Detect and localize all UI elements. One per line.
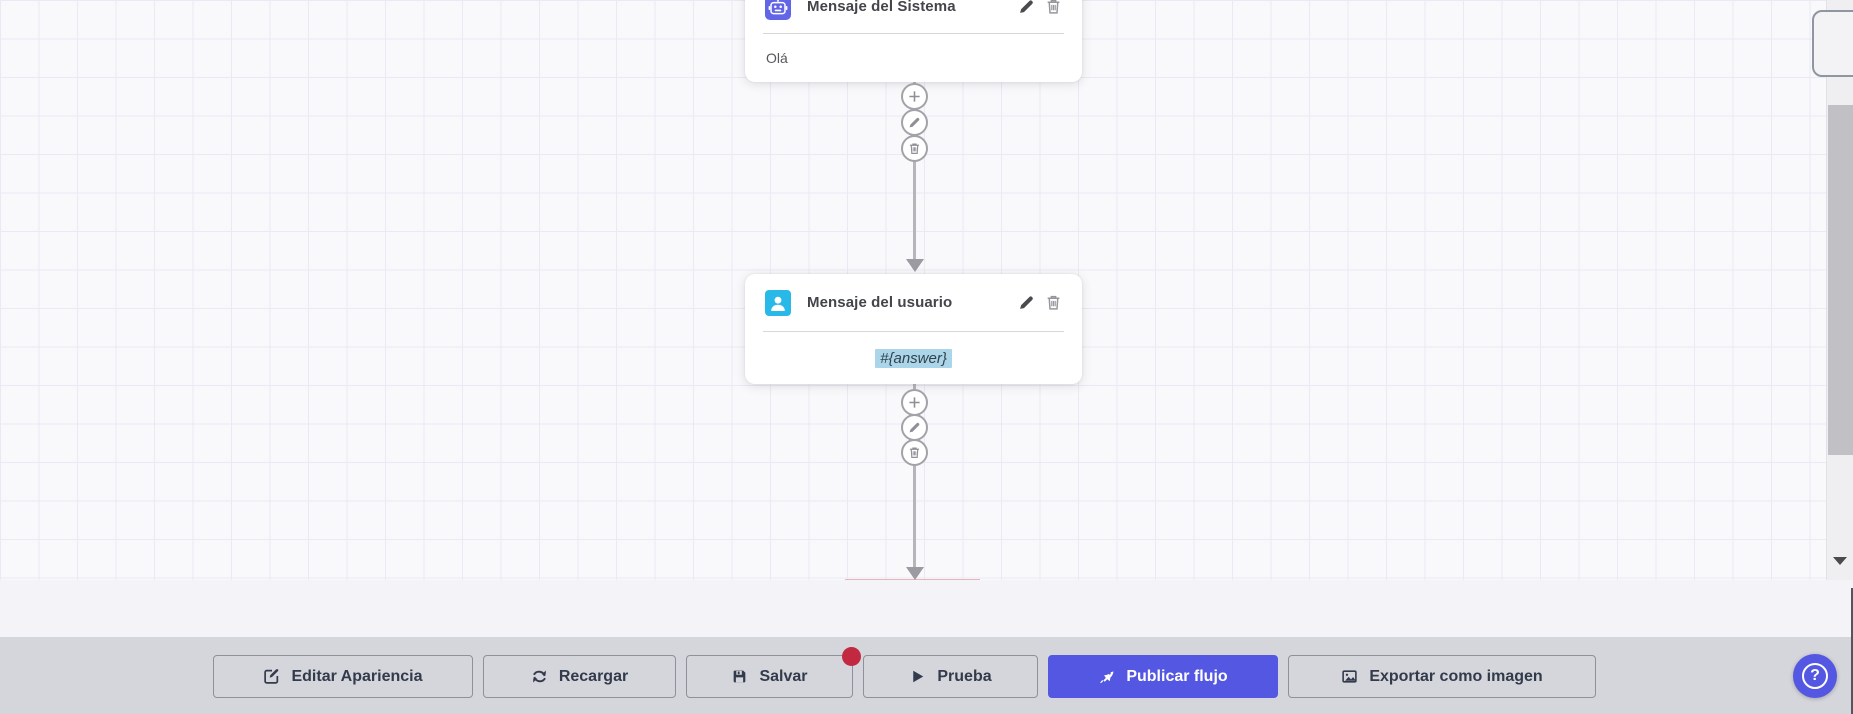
button-label: Recargar xyxy=(558,667,629,685)
node-title: Mensaje del Sistema xyxy=(807,0,956,15)
publish-flow-button[interactable]: Publicar flujo xyxy=(1048,655,1278,698)
edit-appearance-button[interactable]: Editar Apariencia xyxy=(213,655,473,698)
unsaved-changes-badge xyxy=(842,647,861,666)
button-label: Exportar como imagen xyxy=(1369,667,1543,685)
robot-icon xyxy=(765,0,791,20)
edit-icon xyxy=(264,669,279,684)
edit-node-icon[interactable] xyxy=(1018,0,1035,15)
save-button[interactable]: Salvar xyxy=(686,647,861,698)
refresh-icon xyxy=(532,670,546,683)
vertical-scrollbar-thumb[interactable] xyxy=(1828,105,1853,455)
node-content: Olá xyxy=(766,50,788,66)
node-header: Mensaje del Sistema xyxy=(745,0,1082,33)
window-scrollbar-edge xyxy=(1851,588,1853,714)
canvas-footer-strip xyxy=(0,580,1853,637)
edit-node-icon[interactable] xyxy=(1018,294,1035,311)
save-icon xyxy=(734,670,746,683)
answer-variable: #{answer} xyxy=(875,348,952,368)
question-mark-icon: ? xyxy=(1802,663,1828,689)
user-icon xyxy=(765,289,791,316)
node-system-message[interactable]: Mensaje del Sistema Olá xyxy=(745,0,1082,82)
node-divider xyxy=(763,331,1064,332)
button-label: Publicar flujo xyxy=(1126,667,1228,685)
export-image-button[interactable]: Exportar como imagen xyxy=(1288,655,1596,698)
image-icon xyxy=(1342,670,1357,683)
minimap-panel[interactable] xyxy=(1812,10,1853,77)
button-label: Editar Apariencia xyxy=(291,667,423,685)
add-node-button[interactable] xyxy=(901,83,928,110)
button-label: Prueba xyxy=(937,667,992,685)
delete-connector-button[interactable] xyxy=(901,135,928,162)
reload-button[interactable]: Recargar xyxy=(483,655,676,698)
next-node-edge xyxy=(845,579,980,580)
connector-line xyxy=(913,384,916,568)
node-divider xyxy=(763,33,1064,34)
scroll-down-arrow-icon[interactable] xyxy=(1833,557,1847,565)
add-node-button[interactable] xyxy=(901,389,928,416)
rocket-icon xyxy=(1100,669,1114,684)
edit-connector-button[interactable] xyxy=(901,414,928,441)
connector-arrowhead xyxy=(906,567,924,580)
bottom-toolbar: Editar Apariencia Recargar Salvar xyxy=(0,637,1853,714)
node-header: Mensaje del usuario xyxy=(745,274,1082,331)
button-label: Salvar xyxy=(759,667,808,685)
edit-connector-button[interactable] xyxy=(901,109,928,136)
node-user-message[interactable]: Mensaje del usuario #{answer} xyxy=(745,274,1082,384)
flow-canvas[interactable]: Mensaje del Sistema Olá xyxy=(0,0,1853,580)
connector-line xyxy=(913,82,916,260)
node-title: Mensaje del usuario xyxy=(807,294,953,311)
delete-node-icon[interactable] xyxy=(1045,0,1062,15)
help-button[interactable]: ? xyxy=(1793,654,1837,698)
play-icon xyxy=(913,670,924,683)
connector-arrowhead xyxy=(906,259,924,272)
delete-node-icon[interactable] xyxy=(1045,294,1062,311)
delete-connector-button[interactable] xyxy=(901,439,928,466)
test-button[interactable]: Prueba xyxy=(863,655,1038,698)
